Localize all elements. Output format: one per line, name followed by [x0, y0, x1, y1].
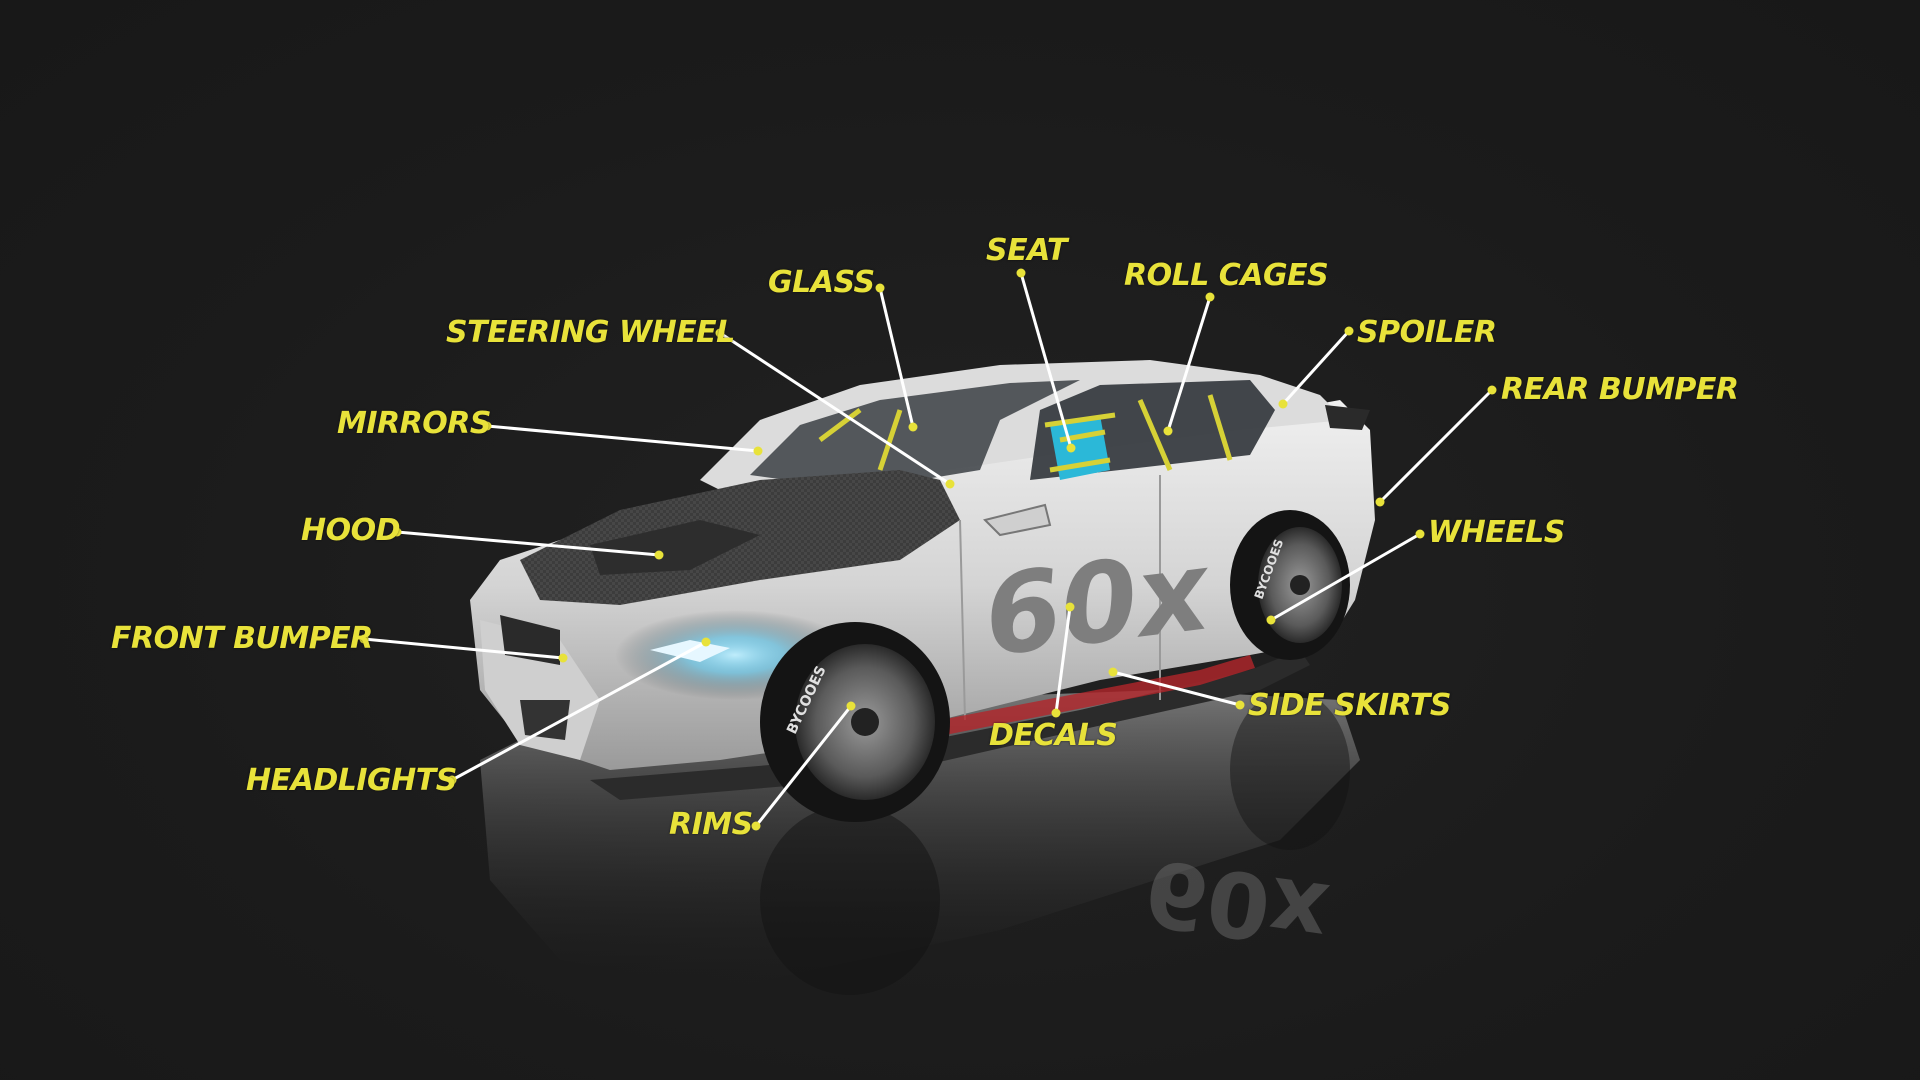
part-label-hood[interactable]: HOOD — [301, 513, 401, 548]
part-label-spoiler[interactable]: SPOILER — [1357, 315, 1497, 350]
part-label-roll-cages[interactable]: ROLL CAGES — [1124, 258, 1329, 293]
part-label-front-bumper[interactable]: FRONT BUMPER — [111, 621, 373, 656]
glass-leader — [875, 283, 918, 432]
side-skirts-leader — [1108, 667, 1245, 710]
roll-cages-leader — [1163, 292, 1215, 436]
part-label-rear-bumper[interactable]: REAR BUMPER — [1501, 372, 1739, 407]
part-label-mirrors[interactable]: MIRRORS — [337, 406, 491, 441]
car-body[interactable]: 60x BYCOOES BYCOOES — [470, 360, 1375, 822]
wheels-leader — [1266, 529, 1425, 625]
seat-leader — [1016, 268, 1076, 453]
part-label-steering-wheel[interactable]: STEERING WHEEL — [446, 315, 735, 350]
steering-wheel-leader — [715, 328, 955, 489]
part-label-seat[interactable]: SEAT — [986, 233, 1067, 268]
part-label-side-skirts[interactable]: SIDE SKIRTS — [1248, 688, 1451, 723]
spoiler-leader — [1278, 326, 1354, 409]
mirrors-leader — [482, 421, 763, 456]
hood-leader — [392, 527, 664, 560]
front-bumper-leader — [359, 634, 568, 663]
rear-bumper-leader — [1375, 385, 1497, 507]
part-label-rims[interactable]: RIMS — [669, 807, 753, 842]
front-wheel: BYCOOES — [760, 622, 950, 822]
part-label-headlights[interactable]: HEADLIGHTS — [246, 763, 457, 798]
part-label-decals[interactable]: DECALS — [989, 718, 1118, 753]
decal-reflection: 60x — [1138, 838, 1334, 967]
car-reflection: 60x — [480, 690, 1360, 995]
headlights-leader — [447, 637, 711, 785]
part-label-glass[interactable]: GLASS — [768, 265, 875, 300]
part-label-wheels[interactable]: WHEELS — [1428, 515, 1565, 550]
leader-lines — [359, 268, 1497, 831]
decals-leader — [1051, 602, 1075, 718]
rims-leader — [751, 701, 856, 831]
car-decal-number: 60x — [978, 526, 1219, 681]
